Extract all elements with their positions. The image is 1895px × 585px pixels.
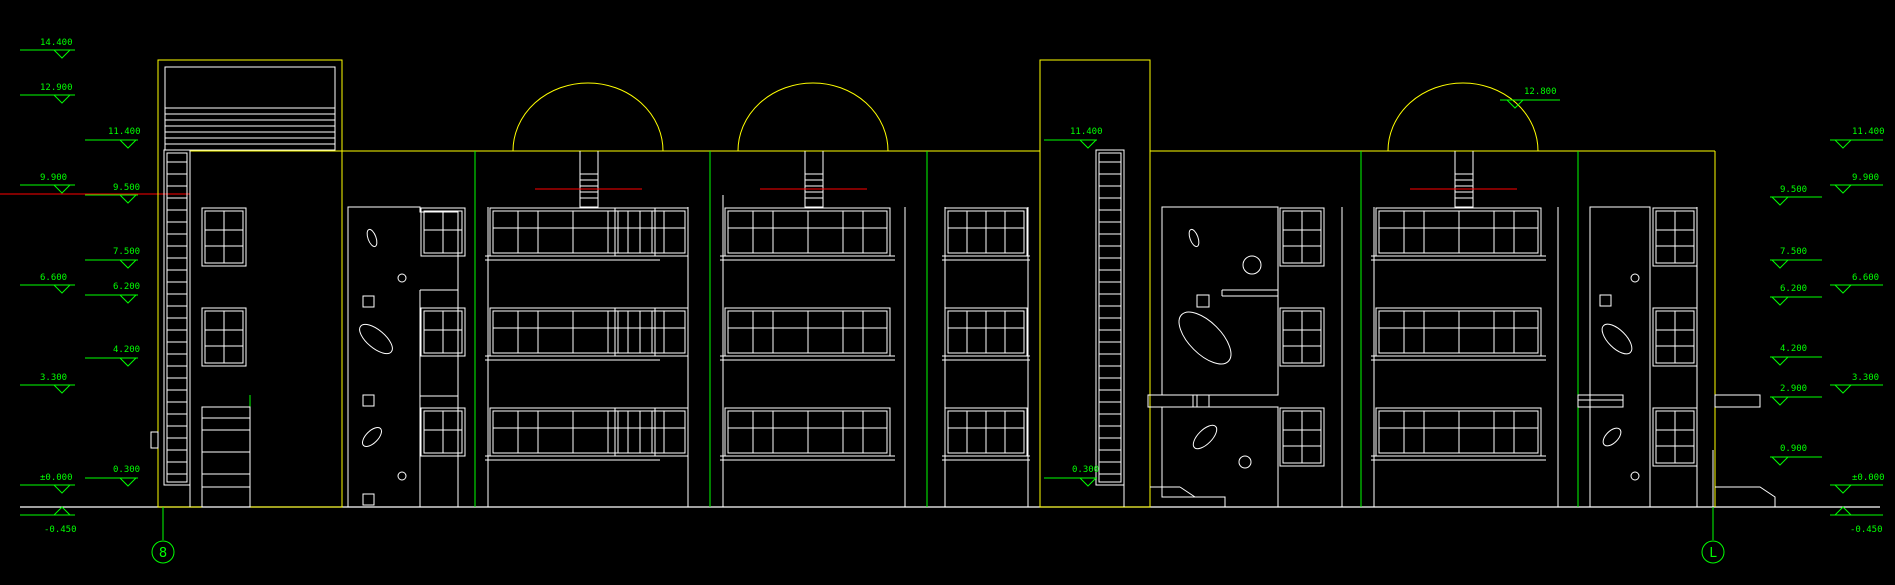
level-markers-left-outer: 14.400 12.900 9.900 6.600 3.300 ±0.000 -… xyxy=(20,38,77,535)
level-12900-left: 12.900 xyxy=(20,83,75,104)
svg-text:3.300: 3.300 xyxy=(1852,373,1879,383)
window-bay-4 xyxy=(1370,207,1559,507)
svg-text:11.400: 11.400 xyxy=(1852,127,1885,137)
svg-text:7.500: 7.500 xyxy=(113,247,140,257)
svg-text:12.900: 12.900 xyxy=(40,83,73,93)
svg-text:8: 8 xyxy=(159,546,167,561)
svg-text:2.900: 2.900 xyxy=(1780,384,1807,394)
svg-text:6.600: 6.600 xyxy=(40,273,67,283)
svg-text:3.300: 3.300 xyxy=(40,373,67,383)
svg-text:0.300: 0.300 xyxy=(1072,465,1099,475)
roof-dome-3 xyxy=(1387,82,1539,152)
level-14400-left: 14.400 xyxy=(20,38,75,59)
grid-axis-l: L xyxy=(1701,507,1725,564)
svg-text:9.900: 9.900 xyxy=(1852,173,1879,183)
roof-dome-1 xyxy=(512,82,664,152)
svg-text:0.900: 0.900 xyxy=(1780,444,1807,454)
window-bay-1 xyxy=(484,207,689,507)
svg-text:6.200: 6.200 xyxy=(1780,284,1807,294)
perforated-panel-left xyxy=(347,206,459,508)
svg-text:9.500: 9.500 xyxy=(1780,185,1807,195)
level-markers-left-inner: 11.400 9.500 7.500 6.200 4.200 0.300 xyxy=(85,127,141,487)
svg-text:L: L xyxy=(1709,546,1717,561)
svg-text:9.900: 9.900 xyxy=(40,173,67,183)
svg-text:0.300: 0.300 xyxy=(113,465,140,475)
svg-text:6.600: 6.600 xyxy=(1852,273,1879,283)
svg-text:11.400: 11.400 xyxy=(1070,127,1103,137)
svg-text:6.200: 6.200 xyxy=(113,282,140,292)
svg-text:-0.450: -0.450 xyxy=(1850,525,1883,535)
svg-text:14.400: 14.400 xyxy=(40,38,73,48)
svg-text:4.200: 4.200 xyxy=(113,345,140,355)
svg-text:9.500: 9.500 xyxy=(113,183,140,193)
svg-text:±0.000: ±0.000 xyxy=(40,473,73,483)
perforated-panel-far-right xyxy=(1577,206,1651,508)
window-bay-2 xyxy=(719,195,906,507)
level-9900-left: 9.900 xyxy=(20,173,75,194)
svg-text:12.800: 12.800 xyxy=(1524,87,1557,97)
stair-strip-center xyxy=(1095,149,1125,507)
level-neg450-left: -0.450 xyxy=(20,506,77,535)
roof-dome-2 xyxy=(737,82,889,152)
svg-text:7.500: 7.500 xyxy=(1780,247,1807,257)
level-markers-right-inner: 9.500 7.500 6.200 4.200 2.900 0.900 xyxy=(1770,185,1822,466)
level-0-left: ±0.000 xyxy=(20,473,75,494)
level-3300-left: 3.300 xyxy=(20,373,75,394)
svg-text:4.200: 4.200 xyxy=(1780,344,1807,354)
window-bay-3 xyxy=(941,207,1031,507)
perforated-panel-right xyxy=(1147,206,1279,508)
central-tower xyxy=(1039,59,1151,508)
svg-text:-0.450: -0.450 xyxy=(44,525,77,535)
level-markers-center: 11.400 0.300 12.800 xyxy=(1044,87,1560,487)
grid-axis-8: 8 xyxy=(151,507,175,564)
level-6600-left: 6.600 xyxy=(20,273,75,294)
level-markers-right-outer: 11.400 9.900 6.600 3.300 ±0.000 -0.450 xyxy=(1830,127,1885,535)
svg-text:±0.000: ±0.000 xyxy=(1852,473,1885,483)
svg-text:11.400: 11.400 xyxy=(108,127,141,137)
